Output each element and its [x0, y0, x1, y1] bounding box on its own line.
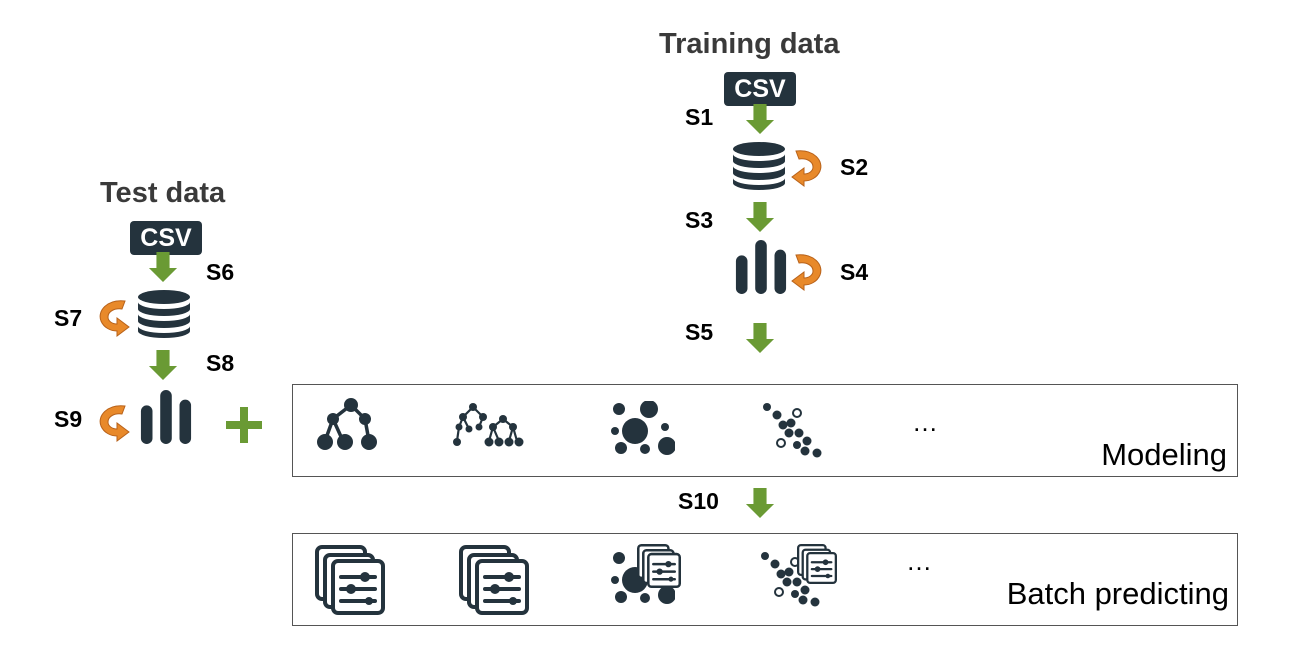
random-forest-icon [451, 401, 531, 451]
training-csv-icon: CSV [724, 72, 796, 106]
document-stack-icon [797, 544, 837, 584]
bar-chart-icon [733, 240, 789, 294]
down-arrow-icon [744, 323, 776, 353]
more-models-ellipsis: … [912, 407, 938, 437]
step-s8-label: S8 [206, 350, 235, 376]
decision-tree-icon [317, 397, 381, 453]
test-data-title: Test data [100, 177, 226, 209]
step-s10-label: S10 [678, 488, 719, 514]
batch-predicting-panel: … Batch predicting [292, 533, 1238, 626]
step-s7-label: S7 [54, 305, 83, 331]
down-arrow-icon [744, 202, 776, 232]
loop-arrow-icon [97, 402, 131, 442]
step-s4-label: S4 [840, 259, 869, 285]
modeling-label: Modeling [1101, 437, 1227, 472]
step-s3-label: S3 [685, 207, 714, 233]
step-s1-label: S1 [685, 104, 714, 130]
more-predictions-ellipsis: … [906, 546, 932, 576]
loop-arrow-icon [97, 297, 131, 337]
batch-predicting-label: Batch predicting [1006, 576, 1229, 611]
training-data-title: Training data [659, 28, 840, 60]
down-arrow-icon [744, 488, 776, 518]
database-icon [136, 287, 192, 341]
document-stack-icon [459, 545, 529, 615]
document-stack-icon [637, 544, 681, 588]
scatter-icon [763, 403, 827, 463]
step-s5-label: S5 [685, 319, 714, 345]
down-arrow-icon [147, 252, 179, 282]
plus-icon [226, 407, 262, 443]
cluster-icon [609, 401, 675, 455]
document-stack-icon [315, 545, 385, 615]
loop-arrow-icon [790, 251, 824, 291]
step-s6-label: S6 [206, 259, 235, 285]
down-arrow-icon [147, 350, 179, 380]
bar-chart-icon [138, 390, 194, 444]
step-s9-label: S9 [54, 406, 83, 432]
step-s2-label: S2 [840, 154, 869, 180]
down-arrow-icon [744, 104, 776, 134]
modeling-panel: … Modeling [292, 384, 1238, 477]
loop-arrow-icon [790, 147, 824, 187]
test-csv-icon: CSV [130, 221, 202, 255]
database-icon [731, 139, 787, 193]
